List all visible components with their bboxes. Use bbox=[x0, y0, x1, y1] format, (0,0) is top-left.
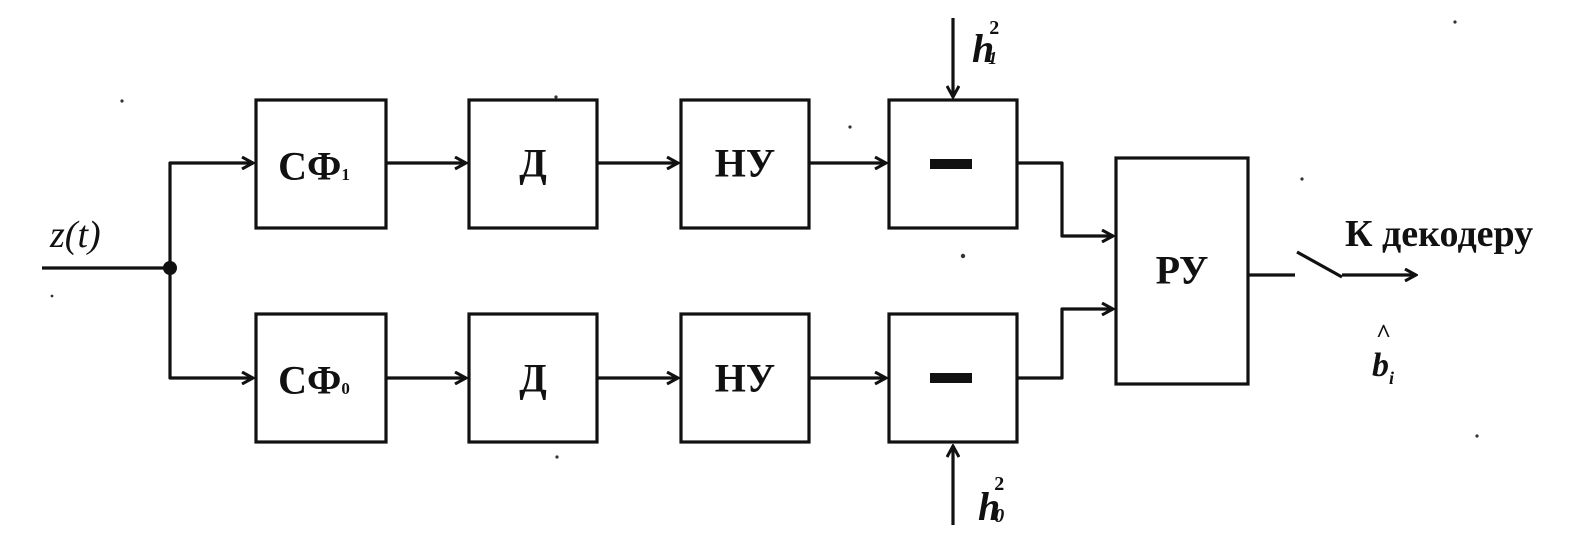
nonlinear-unit-1-label: НУ bbox=[715, 141, 775, 186]
speck bbox=[554, 95, 558, 99]
speck bbox=[120, 99, 124, 103]
matched-filter-0-block bbox=[254, 312, 388, 444]
output-symbol-hat: ^ bbox=[1376, 319, 1391, 348]
threshold-1-label: h12 bbox=[972, 17, 999, 71]
wire-sub0-ru bbox=[1017, 309, 1113, 380]
speck bbox=[555, 455, 559, 459]
threshold-0-label: h02 bbox=[978, 473, 1004, 529]
wire-sub1-ru bbox=[1017, 161, 1113, 236]
matched-filter-1-label: СФ1 bbox=[278, 144, 350, 189]
speck bbox=[1300, 177, 1304, 181]
output-label: К декодеру bbox=[1345, 213, 1533, 255]
branch-lower-wire bbox=[168, 268, 253, 378]
detector-0-label: Д bbox=[519, 356, 547, 401]
subtractor-1-text: − bbox=[951, 163, 952, 165]
speck bbox=[1475, 434, 1479, 438]
speck bbox=[960, 253, 966, 259]
detector-1-label: Д bbox=[519, 141, 547, 186]
output-switch bbox=[1296, 250, 1343, 279]
subtractor-0-text: − bbox=[951, 377, 952, 379]
branch-upper-wire bbox=[168, 163, 253, 268]
nonlinear-unit-0-label: НУ bbox=[715, 356, 775, 401]
detector-1-block bbox=[467, 98, 599, 230]
decision-device-block bbox=[1114, 156, 1250, 386]
output-symbol: bi bbox=[1372, 347, 1394, 388]
subtractor-0-minus bbox=[930, 373, 972, 383]
speck bbox=[1453, 20, 1457, 24]
decision-device-label: РУ bbox=[1156, 248, 1209, 293]
nonlinear-unit-1-block bbox=[679, 98, 811, 230]
speck bbox=[50, 294, 54, 298]
input-label: z(t) bbox=[49, 214, 101, 256]
matched-filter-0-label: СФ0 bbox=[278, 358, 350, 403]
subtractor-1-minus bbox=[930, 159, 972, 169]
speck bbox=[848, 125, 852, 129]
